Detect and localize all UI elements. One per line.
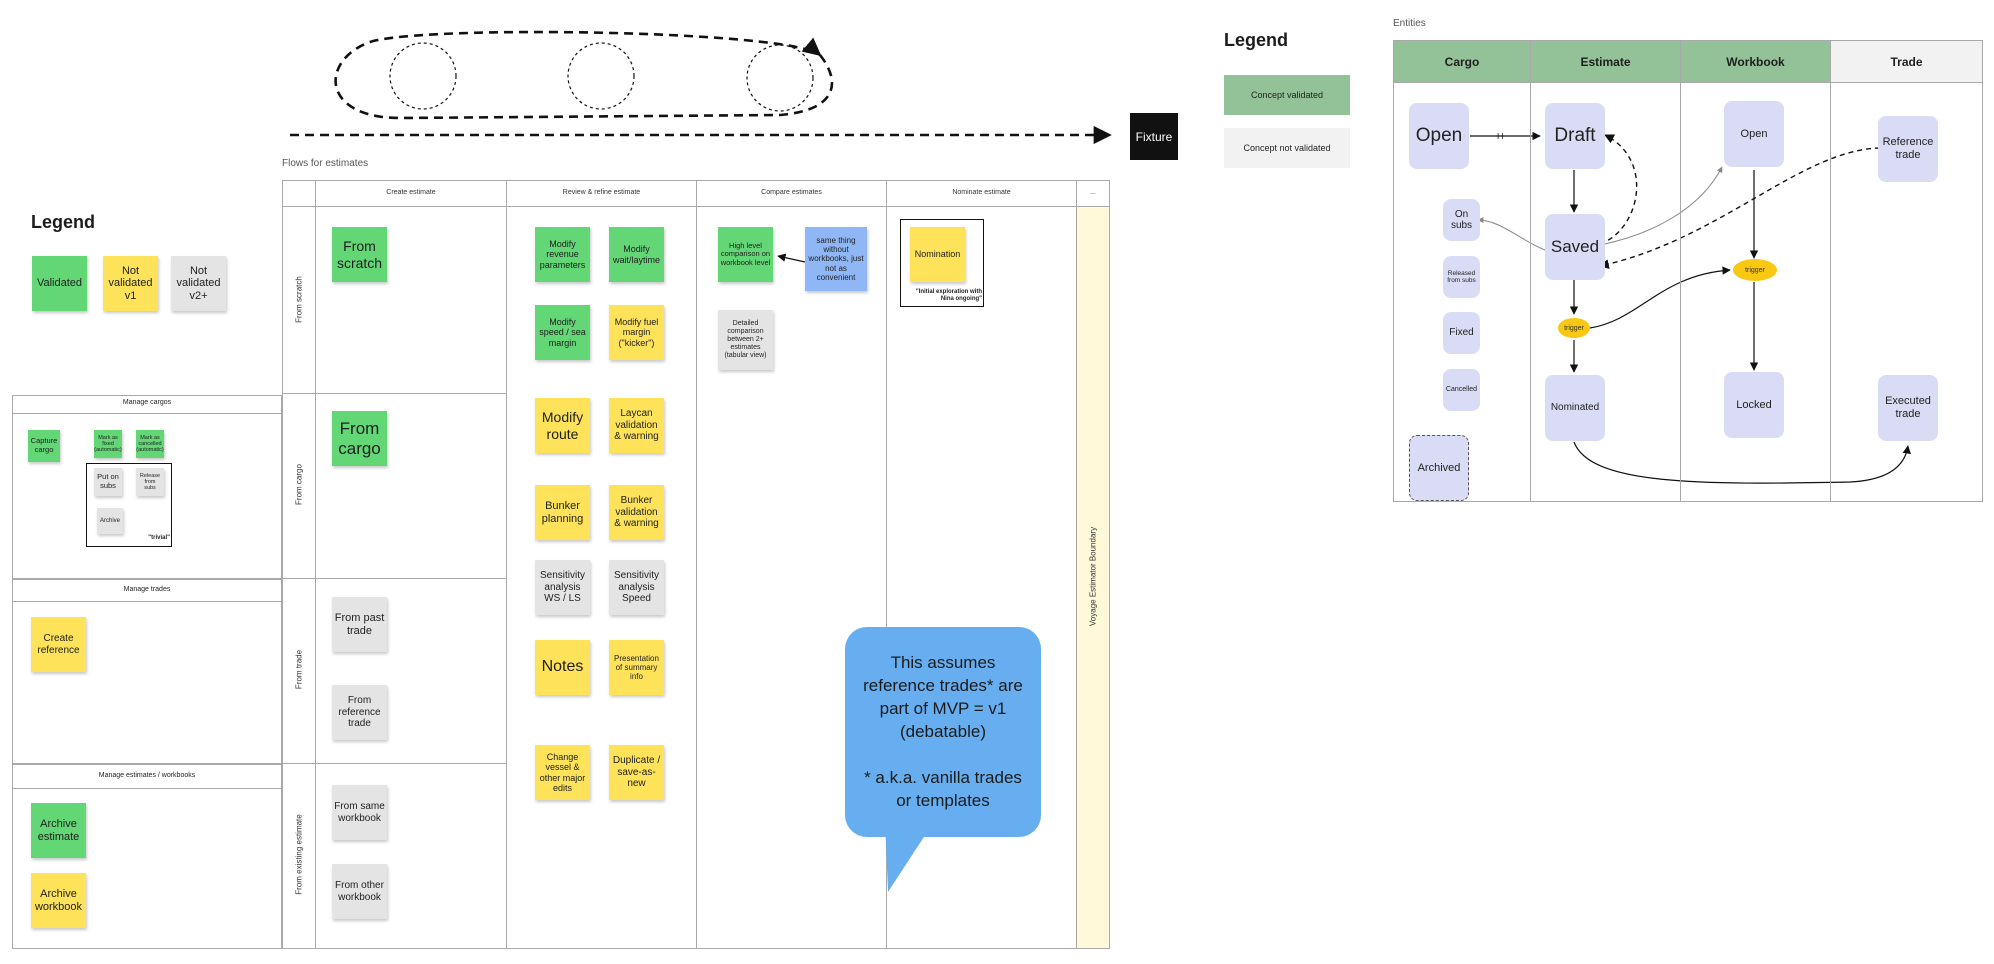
legend-concept-validated: Concept validated xyxy=(1224,75,1350,115)
cargo-fixed: Fixed xyxy=(1443,312,1480,354)
estimate-nominated: Nominated xyxy=(1545,375,1605,441)
note-modify-fuel: Modify fuel margin ("kicker") xyxy=(609,305,664,360)
manage-estimates-title: Manage estimates / workbooks xyxy=(98,772,196,779)
manage-cargos-title: Manage cargos xyxy=(122,399,172,406)
cargo-released: Released from subs xyxy=(1443,256,1480,298)
note-from-other-workbook: From other workbook xyxy=(332,864,387,919)
note-bunker-validation: Bunker validation & warning xyxy=(609,485,664,540)
trade-executed: Executed trade xyxy=(1878,375,1938,441)
col-review-refine: Review & refine estimate xyxy=(562,189,641,196)
note-modify-speed: Modify speed / sea margin xyxy=(535,305,590,360)
cargo-open: Open xyxy=(1409,103,1469,169)
note-same-without-workbooks: same thing without workbooks, just not a… xyxy=(805,227,867,291)
note-modify-revenue: Modify revenue parameters xyxy=(535,227,590,282)
note-modify-wait: Modify wait/laytime xyxy=(609,227,664,282)
fixture-label: Fixture xyxy=(1135,129,1173,144)
cargo-on-subs: On subs xyxy=(1443,199,1480,241)
note-duplicate: Duplicate / save-as-new xyxy=(609,745,664,800)
col-more: ... xyxy=(1090,189,1096,196)
entities-title: Entities xyxy=(1393,18,1426,29)
cargo-cancelled: Cancelled xyxy=(1443,369,1480,411)
legend-concept-validated-label: Concept validated xyxy=(1250,90,1324,100)
top-loop-diagram xyxy=(334,30,834,120)
cargo-archived: Archived xyxy=(1409,435,1469,501)
legend-concept-not-validated-label: Concept not validated xyxy=(1243,143,1331,153)
note-mark-fixed: Mark as fixed (automatic) xyxy=(94,430,122,458)
entity-col-workbook: Workbook xyxy=(1726,55,1785,69)
nomination-frame xyxy=(900,219,984,307)
entity-col-cargo: Cargo xyxy=(1444,55,1480,69)
legend-left-title: Legend xyxy=(31,212,96,232)
estimate-draft: Draft xyxy=(1545,103,1605,169)
entity-col-trade: Trade xyxy=(1890,55,1923,69)
manage-trades-title: Manage trades xyxy=(123,586,171,593)
note-notes: Notes xyxy=(535,640,590,695)
svg-text:I I: I I xyxy=(1497,132,1504,141)
note-archive-workbook: Archive workbook xyxy=(31,873,86,928)
callout-bubble xyxy=(845,627,1041,837)
note-modify-route: Modify route xyxy=(535,398,590,453)
note-from-cargo: From cargo xyxy=(332,411,387,466)
col-create-estimate: Create estimate xyxy=(386,189,436,196)
col-nominate: Nominate estimate xyxy=(952,189,1011,196)
callout-text: This assumes reference trades* are part … xyxy=(863,653,1023,810)
estimate-trigger: trigger xyxy=(1558,318,1590,338)
note-release-subs: Release from subs xyxy=(136,468,164,496)
nomination-caption: "Initial exploration with Nina ongoing" xyxy=(915,289,982,302)
legend-not-validated-v2: Not validated v2+ xyxy=(171,256,226,311)
note-from-past-trade: From past trade xyxy=(332,597,387,652)
note-capture-cargo: Capture cargo xyxy=(28,430,60,462)
workbook-locked: Locked xyxy=(1724,372,1784,438)
workbook-open: Open xyxy=(1724,101,1784,167)
note-put-on-subs: Put on subs xyxy=(94,468,122,496)
legend-right-title: Legend xyxy=(1224,30,1289,50)
note-from-same-workbook: From same workbook xyxy=(332,785,387,840)
note-sensitivity-ws: Sensitivity analysis WS / LS xyxy=(535,560,590,615)
entity-col-estimate: Estimate xyxy=(1580,55,1631,69)
cargo-subs-frame xyxy=(86,463,172,547)
boundary-column xyxy=(1077,207,1109,948)
trade-reference: Reference trade xyxy=(1878,116,1938,182)
flows-title: Flows for estimates xyxy=(282,158,369,169)
note-create-reference: Create reference xyxy=(31,617,86,672)
note-sensitivity-speed: Sensitivity analysis Speed xyxy=(609,560,664,615)
note-archive-estimate: Archive estimate xyxy=(31,803,86,858)
fixture-box: Fixture xyxy=(1130,113,1178,160)
legend-concept-not-validated: Concept not validated xyxy=(1224,128,1350,168)
col-compare: Compare estimates xyxy=(761,189,822,196)
note-detailed-comparison: Detailed comparison between 2+ estimates… xyxy=(718,310,773,370)
legend-not-validated-v1: Not validated v1 xyxy=(103,256,158,311)
cargo-caption: "trivial" xyxy=(148,535,170,541)
workbook-trigger: trigger xyxy=(1733,259,1777,281)
note-summary-info: Presentation of summary info xyxy=(609,640,664,695)
note-bunker-planning: Bunker planning xyxy=(535,485,590,540)
note-nomination: Nomination xyxy=(910,227,965,282)
note-archive-cargo: Archive xyxy=(97,508,123,534)
note-laycan: Laycan validation & warning xyxy=(609,398,664,453)
note-from-reference-trade: From reference trade xyxy=(332,685,387,740)
estimate-saved: Saved xyxy=(1545,214,1605,280)
note-high-level-comparison: High level comparison on workbook level xyxy=(718,227,773,282)
note-from-scratch: From scratch xyxy=(332,227,387,282)
note-mark-cancelled: Mark as cancelled (automatic) xyxy=(136,430,164,458)
legend-validated: Validated xyxy=(32,256,87,311)
note-change-vessel: Change vessel & other major edits xyxy=(535,745,590,800)
